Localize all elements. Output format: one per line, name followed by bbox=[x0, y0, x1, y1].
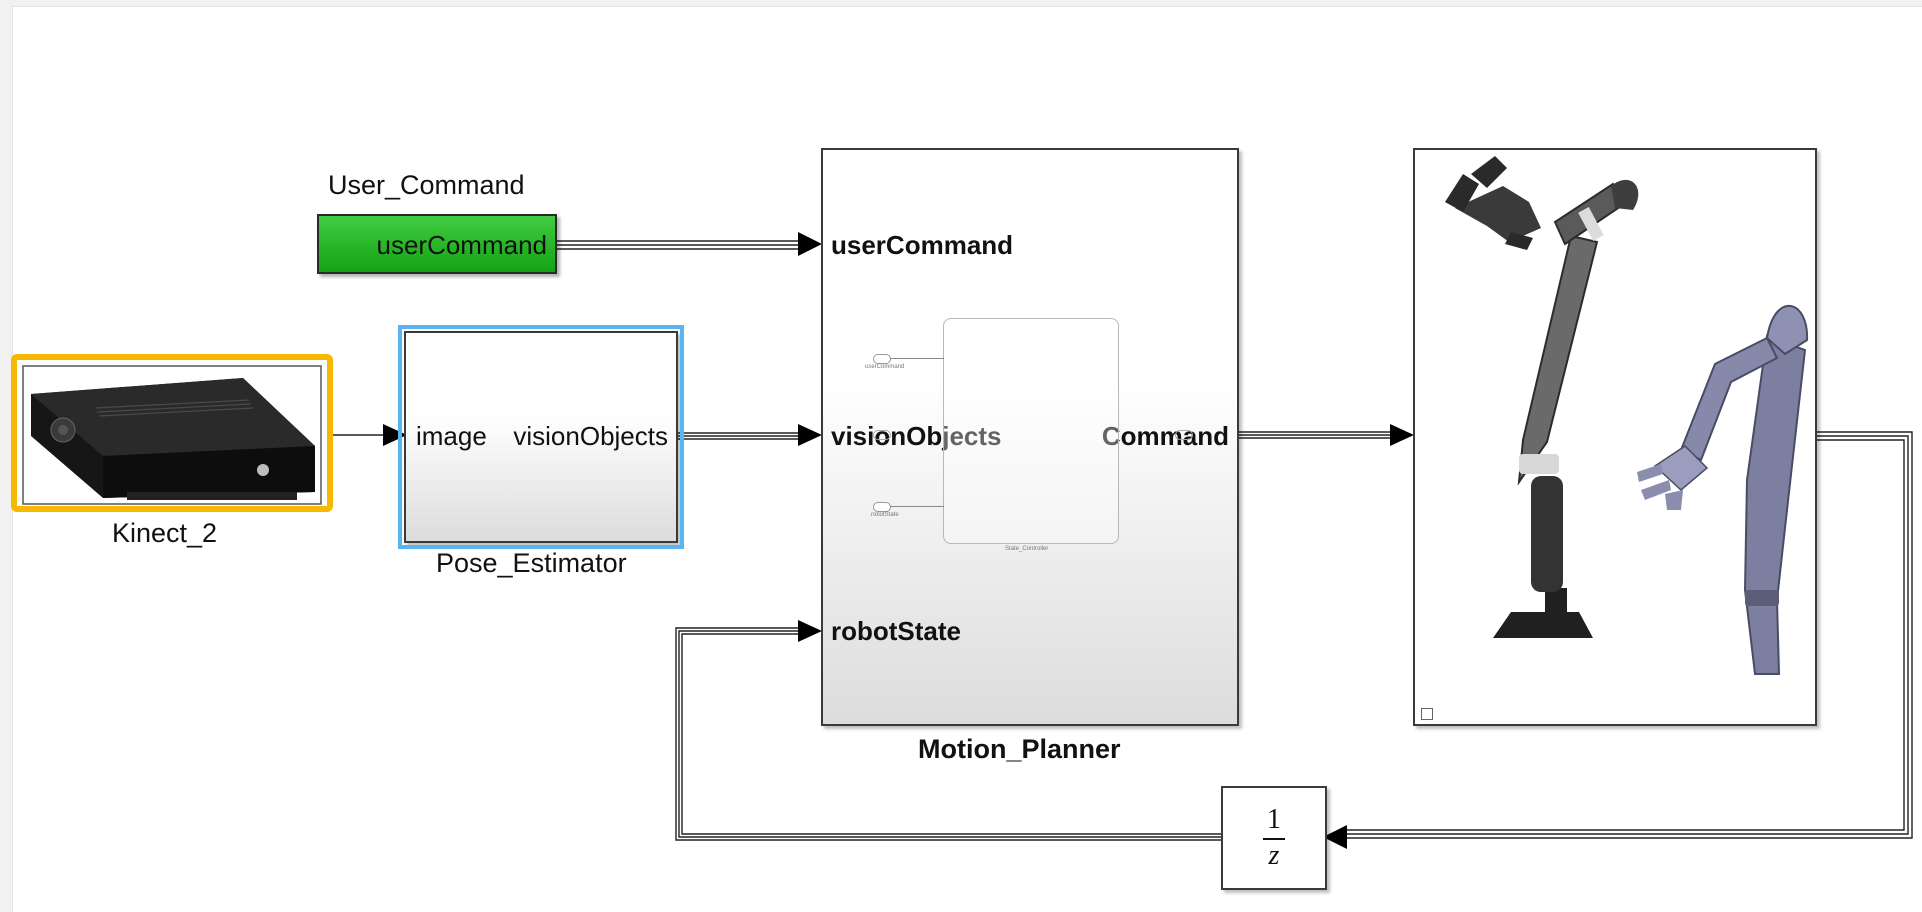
inner-inport-robotstate-wire bbox=[890, 506, 944, 507]
signal-delayed-state[interactable] bbox=[675, 627, 1221, 841]
state-controller-label: State_Controller bbox=[1005, 546, 1049, 552]
motion-planner-input-robotstate: robotState bbox=[831, 616, 961, 646]
delay-fraction-bar bbox=[1263, 838, 1285, 840]
user-command-block-label: User_Command bbox=[328, 170, 525, 200]
inner-inport-visionobjects bbox=[873, 430, 891, 440]
robot-arm-block[interactable] bbox=[1413, 148, 1817, 726]
pose-estimator-input-port-label: image bbox=[416, 421, 487, 451]
delay-numerator: 1 bbox=[1267, 804, 1281, 835]
state-controller-thumbnail bbox=[943, 318, 1119, 544]
inner-inport-usercommand-label: userCommand bbox=[865, 364, 905, 370]
motion-planner-block-label: Motion_Planner bbox=[918, 734, 1121, 764]
arrowhead-delay-input bbox=[1323, 825, 1347, 849]
robot-arm-image bbox=[1445, 156, 1809, 675]
motion-planner-input-usercommand: userCommand bbox=[831, 230, 1014, 260]
delay-denominator: z bbox=[1268, 840, 1280, 871]
kinect-sensor-image bbox=[22, 365, 322, 505]
motion-planner-block[interactable]: userCommand visionObjects robotState Com… bbox=[821, 148, 1239, 726]
unit-delay-block[interactable]: 1 z bbox=[1221, 786, 1327, 890]
inner-inport-usercommand bbox=[873, 354, 891, 364]
inner-inport-robotstate-label: robotState bbox=[871, 512, 899, 518]
arrowhead-image bbox=[383, 424, 407, 446]
kinect-block-label: Kinect_2 bbox=[112, 518, 218, 548]
motion-planner-output-command: Command bbox=[1101, 421, 1229, 451]
pose-estimator-output-port-label: visionObjects bbox=[513, 421, 668, 451]
pose-estimator-block-label: Pose_Estimator bbox=[436, 548, 627, 578]
user-command-output-label: userCommand bbox=[376, 230, 547, 260]
arrowhead-usercommand bbox=[798, 232, 822, 256]
pose-estimator-block[interactable]: image visionObjects bbox=[398, 325, 684, 549]
signal-robotstate-feedback[interactable] bbox=[1345, 431, 1913, 839]
motion-planner-input-visionobjects: visionObjects bbox=[831, 421, 1002, 451]
subsystem-link-icon[interactable] bbox=[1421, 708, 1433, 720]
arrowhead-command bbox=[1390, 424, 1414, 446]
kinect-block[interactable] bbox=[11, 354, 333, 512]
inner-outport-command bbox=[1175, 430, 1193, 440]
arrowhead-visionobjects bbox=[798, 424, 822, 446]
inner-inport-usercommand-wire bbox=[890, 358, 944, 359]
inner-inport-robotstate bbox=[873, 502, 891, 512]
arrowhead-robotstate bbox=[798, 620, 822, 642]
user-command-block[interactable]: userCommand bbox=[317, 214, 557, 274]
